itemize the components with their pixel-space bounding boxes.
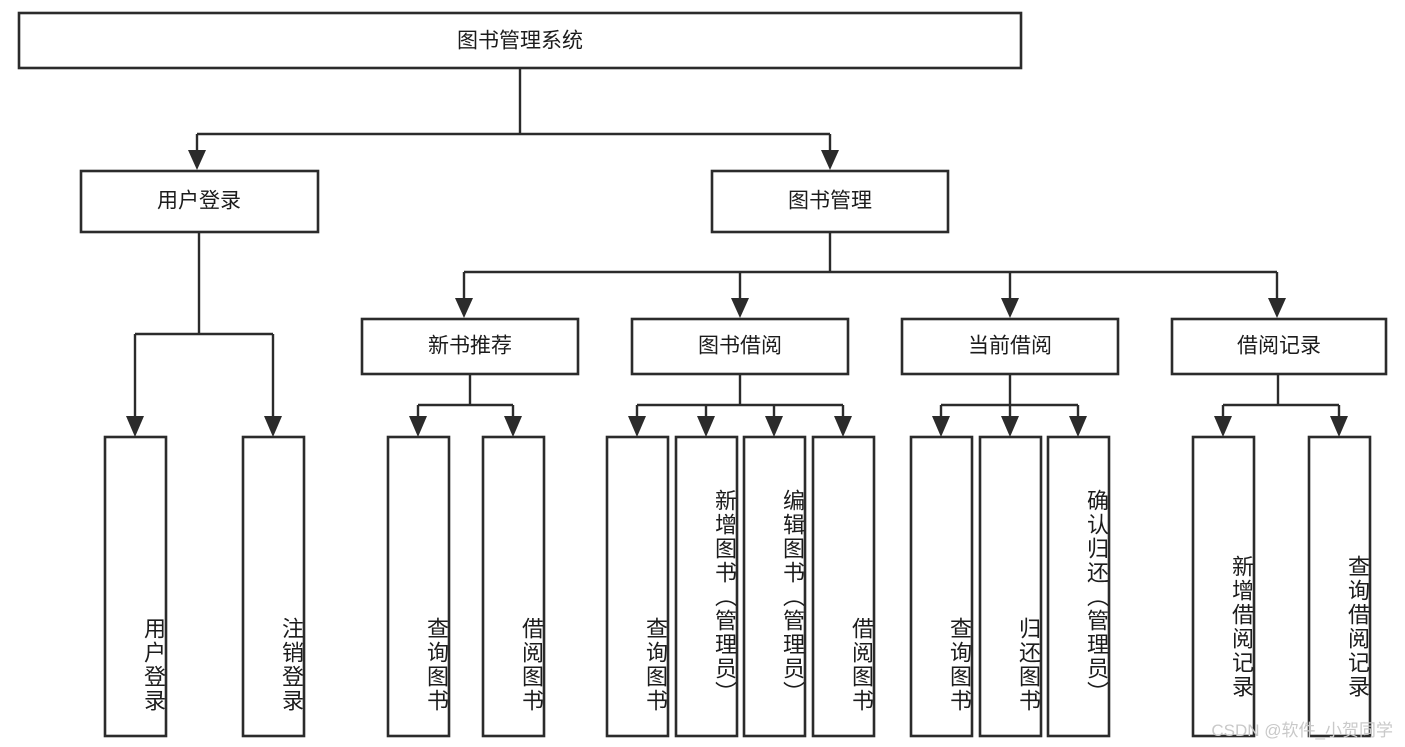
- node-root[interactable]: 图书管理系统: [17, 11, 1023, 70]
- node-current-borrow[interactable]: 当前借阅: [900, 317, 1120, 376]
- arrow-head-leaf-confirm-return: [1069, 416, 1087, 437]
- arrow-head-leaf-return-book: [1001, 416, 1019, 437]
- node-current-borrow-label: 当前借阅: [968, 335, 1052, 358]
- arrow-head-leaf-query-record: [1330, 416, 1348, 437]
- node-root-rect[interactable]: [17, 11, 1023, 70]
- node-borrow-record[interactable]: 借阅记录: [1170, 317, 1388, 376]
- arrow-head-current-borrow: [1001, 298, 1019, 318]
- arrow-head-leaf-edit-book: [765, 416, 783, 437]
- connector-layer: [126, 69, 1348, 437]
- arrow-head-leaf-borrow-book-2: [834, 416, 852, 437]
- node-leaf-query-book-1-rect[interactable]: [386, 435, 451, 738]
- arrow-head-book-borrow: [731, 298, 749, 318]
- node-leaf-borrow-book-1-label: 借阅图书: [519, 616, 544, 713]
- node-leaf-user-logout-label: 注销登录: [279, 616, 304, 713]
- node-current-borrow-rect[interactable]: [900, 317, 1120, 376]
- csdn-watermark: CSDN @软件_小贺同学: [1211, 721, 1393, 740]
- arrow-head-leaf-query-book-2: [628, 416, 646, 437]
- node-leaf-edit-book-label: 编辑图书（管理员）: [780, 488, 805, 705]
- node-borrow-record-label: 借阅记录: [1237, 335, 1321, 358]
- node-book-borrow[interactable]: 图书借阅: [630, 317, 850, 376]
- node-leaf-query-book-2-label: 查询图书: [643, 616, 668, 713]
- node-leaf-borrow-book-1-rect[interactable]: [481, 435, 546, 738]
- arrow-head-leaf-query-book-1: [409, 416, 427, 437]
- node-leaf-add-book-label: 新增图书（管理员）: [712, 488, 737, 705]
- node-new-book-recommend-label: 新书推荐: [428, 335, 512, 358]
- node-user-login-rect[interactable]: [79, 169, 320, 234]
- arrow-head-leaf-add-record: [1214, 416, 1232, 437]
- node-book-borrow-label: 图书借阅: [698, 335, 782, 358]
- node-new-book-recommend[interactable]: 新书推荐: [360, 317, 580, 376]
- node-leaf-user-logout-rect[interactable]: [241, 435, 306, 738]
- node-leaf-query-book-3-rect[interactable]: [909, 435, 974, 738]
- node-book-manage-label: 图书管理: [788, 190, 872, 213]
- node-user-login-label: 用户登录: [157, 190, 241, 213]
- node-leaf-confirm-return-label: 确认归还（管理员）: [1084, 488, 1109, 705]
- arrow-head-leaf-borrow-book-1: [504, 416, 522, 437]
- node-leaf-add-book-rect[interactable]: [674, 435, 739, 738]
- arrow-head-leaf-user-login: [126, 416, 144, 437]
- arrow-head-user-login: [188, 150, 206, 170]
- node-book-manage[interactable]: 图书管理: [710, 169, 950, 234]
- node-leaf-return-book-rect[interactable]: [978, 435, 1043, 738]
- node-leaf-query-book-3-label: 查询图书: [947, 616, 972, 713]
- node-layer: 图书管理系统 用户登录 图书管理 新书推荐 图书借阅: [17, 11, 1388, 738]
- node-root-label: 图书管理系统: [457, 30, 583, 53]
- node-leaf-return-book-label: 归还图书: [1016, 616, 1041, 713]
- node-leaf-user-login-label: 用户登录: [141, 616, 166, 713]
- node-leaf-query-record-label: 查询借阅记录: [1345, 554, 1370, 699]
- arrow-head-book-manage: [821, 150, 839, 170]
- node-leaf-borrow-book-2-rect[interactable]: [811, 435, 876, 738]
- node-leaf-query-book-2-rect[interactable]: [605, 435, 670, 738]
- node-leaf-query-book-1-label: 查询图书: [424, 616, 449, 713]
- node-leaf-query-record-rect[interactable]: [1307, 435, 1372, 738]
- node-leaf-borrow-book-2-label: 借阅图书: [849, 616, 874, 713]
- node-new-book-recommend-rect[interactable]: [360, 317, 580, 376]
- node-leaf-user-login-rect[interactable]: [103, 435, 168, 738]
- node-leaf-confirm-return-rect[interactable]: [1046, 435, 1111, 738]
- node-leaf-add-record-label: 新增借阅记录: [1229, 554, 1254, 699]
- node-leaf-edit-book-rect[interactable]: [742, 435, 807, 738]
- node-book-manage-rect[interactable]: [710, 169, 950, 234]
- node-user-login[interactable]: 用户登录: [79, 169, 320, 234]
- arrow-head-leaf-add-book: [697, 416, 715, 437]
- arrow-head-new-book-recommend: [455, 298, 473, 318]
- node-borrow-record-rect[interactable]: [1170, 317, 1388, 376]
- node-leaf-add-record-rect[interactable]: [1191, 435, 1256, 738]
- node-book-borrow-rect[interactable]: [630, 317, 850, 376]
- arrow-head-borrow-record: [1268, 298, 1286, 318]
- arrow-head-leaf-query-book-3: [932, 416, 950, 437]
- arrow-head-leaf-user-logout: [264, 416, 282, 437]
